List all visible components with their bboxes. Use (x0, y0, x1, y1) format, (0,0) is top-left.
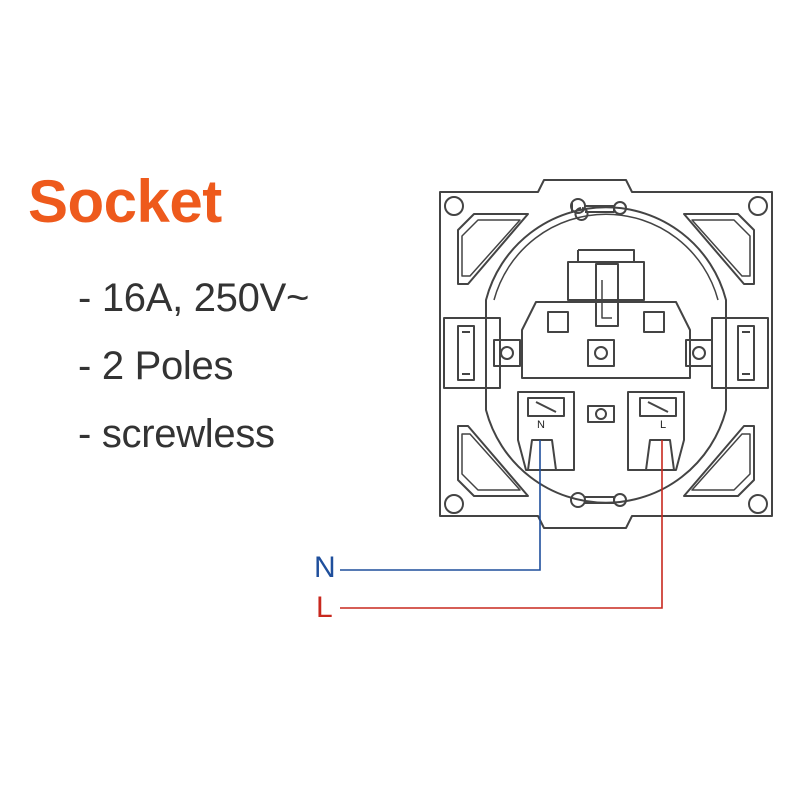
lower-center-square (587, 405, 615, 423)
mounting-frame (439, 179, 773, 529)
contact-bridge (521, 301, 691, 379)
screw-hole-bottom-left (444, 494, 464, 514)
corner-panel-top-right (683, 213, 755, 285)
corner-panel-bottom-right (683, 425, 755, 497)
keyhole-bottom-left (570, 492, 586, 508)
terminal-label-n: N (537, 419, 545, 431)
wire-label-live: L (316, 591, 333, 624)
spec-list: - 16A, 250V~ - 2 Poles - screwless (78, 276, 309, 480)
terminal-label-l: L (660, 419, 666, 431)
wire-label-neutral: N (314, 551, 336, 584)
socket-drawing (439, 179, 773, 529)
spec-poles: - 2 Poles (78, 344, 234, 388)
keyhole-bottom-right (613, 493, 627, 507)
title: Socket (28, 168, 222, 235)
terminal-block-l (627, 391, 685, 471)
socket-body (485, 206, 727, 504)
side-clamp-right (711, 317, 769, 389)
neutral-wire (340, 440, 541, 571)
corner-panel-bottom-left (457, 425, 529, 497)
screw-hole-bottom-right (748, 494, 768, 514)
live-wire (340, 440, 663, 609)
screw-hole-top-left (444, 196, 464, 216)
corner-panel-top-left (457, 213, 529, 285)
screw-hole-top-right (748, 196, 768, 216)
terminal-block-n (517, 391, 575, 471)
spec-rating: - 16A, 250V~ (78, 276, 310, 320)
spec-type: - screwless (78, 412, 275, 456)
center-screw (587, 339, 615, 367)
earth-block (567, 261, 645, 301)
side-clamp-left (443, 317, 501, 389)
